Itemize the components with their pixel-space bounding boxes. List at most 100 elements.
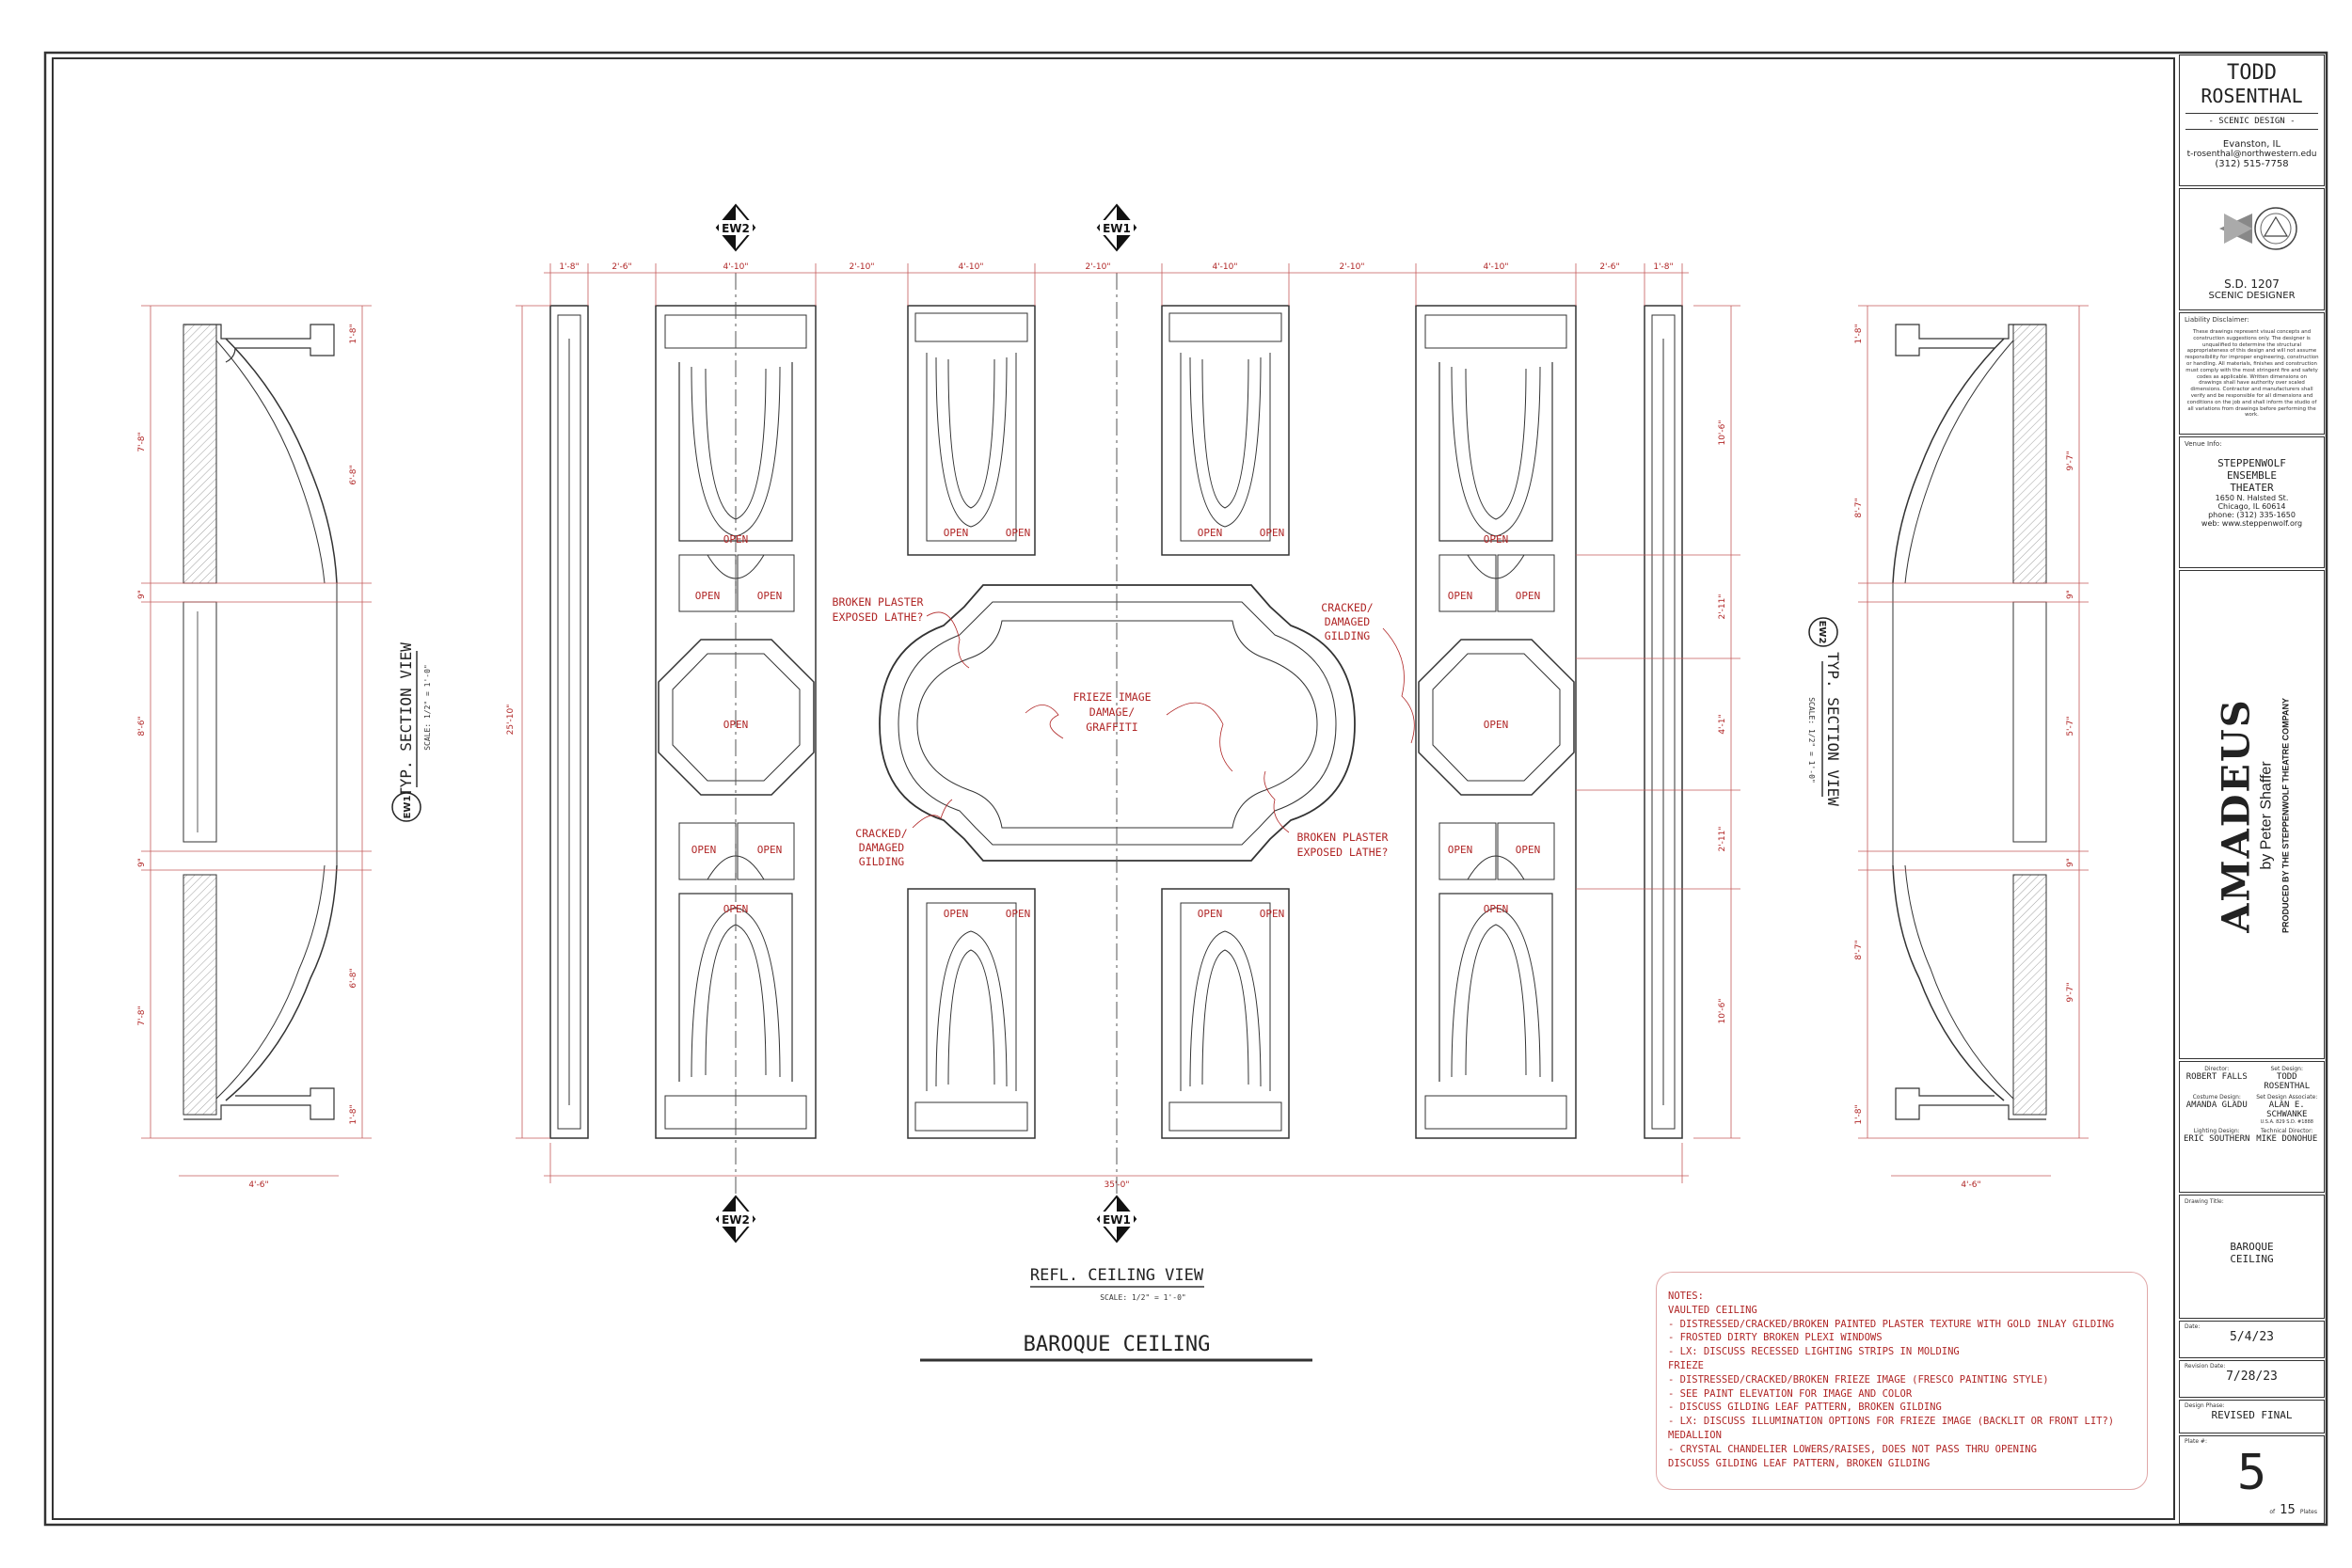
credit-name: ALAN E. SCHWANKE (2266, 1101, 2308, 1119)
marker-label: EW2 (722, 222, 750, 235)
credit-role: Technical Director: (2261, 1128, 2313, 1134)
open-label: OPEN (944, 908, 969, 920)
credit-sub: U.S.A. 829 S.D. #1888 (2260, 1119, 2313, 1125)
credit-role: Set Design Associate: (2256, 1094, 2318, 1101)
credit-name: TODD ROSENTHAL (2264, 1072, 2311, 1091)
drawing-title: CEILING (2230, 1253, 2274, 1265)
plate-block: Plate #: 5 of 15 Plates (2179, 1435, 2325, 1524)
dimension-label: 7'-8" (137, 432, 147, 451)
dimension-label: 4'-6" (248, 1180, 268, 1190)
union-seal-logo (2218, 207, 2297, 250)
open-label: OPEN (1260, 908, 1285, 920)
left-section-dimensions (141, 305, 372, 1177)
show-producer: PRODUCED BY THE STEPPENWOLF THEATRE COMP… (2280, 698, 2291, 934)
credits-block: Director: ROBERT FALLS Set Design: TODD … (2179, 1061, 2325, 1193)
show-title-block: AMADEUS by Peter Shaffer PRODUCED BY THE… (2179, 570, 2325, 1059)
credit-cell: Costume Design: AMANDA GLADU (2182, 1094, 2252, 1125)
disclaimer-text: These drawings represent visual concepts… (2185, 329, 2319, 419)
open-label: OPEN (944, 527, 969, 539)
dimension-label: 8'-7" (1854, 940, 1864, 959)
sheet-heading: BAROQUE CEILING (1024, 1333, 1211, 1356)
open-label: OPEN (1448, 844, 1473, 856)
dimension-label: 4'-1" (1718, 714, 1727, 734)
union-number: S.D. 1207 (2224, 277, 2280, 291)
plate-number: 5 (2236, 1445, 2267, 1501)
overall-width-label: 35'-0" (1104, 1180, 1129, 1190)
callout-broken-plaster-top: EXPOSED LATHE? (833, 610, 924, 624)
dimension-label: 2'-10" (1085, 262, 1110, 272)
section-tag-right-label: EW2 (1817, 621, 1827, 644)
title-block: TODD ROSENTHAL - SCENIC DESIGN - Evansto… (2179, 55, 2325, 1524)
open-label: OPEN (695, 590, 721, 602)
credit-cell: Technical Director: MIKE DONOHUE (2252, 1128, 2323, 1144)
dimension-label: 10'-6" (1718, 420, 1727, 445)
right-section-dimensions (1858, 305, 2089, 1177)
callout-cracked-gilding-bottom: DAMAGED (859, 841, 905, 854)
drawing-frame (52, 57, 2175, 1520)
date-value: 5/4/23 (2230, 1330, 2274, 1344)
dimension-label: 7'-8" (137, 1006, 147, 1025)
notes-line: - DISCUSS GILDING LEAF PATTERN, BROKEN G… (1668, 1402, 1942, 1414)
dimension-label: 9" (137, 858, 147, 867)
dimension-label: 4'-10" (958, 262, 983, 272)
callout-cracked-gilding-bottom: GILDING (859, 855, 905, 868)
dimension-label: 2'-11" (1718, 594, 1727, 619)
notes-line: NOTES: (1668, 1291, 1704, 1302)
phase-value: REVISED FINAL (2211, 1409, 2293, 1421)
callout-frieze-damage: FRIEZE IMAGE (1073, 690, 1151, 704)
section-view-scale: SCALE: 1/2" = 1'-0" (1807, 697, 1816, 784)
notes-line: - DISTRESSED/CRACKED/BROKEN FRIEZE IMAGE… (1668, 1373, 2049, 1386)
outer-border (43, 51, 2328, 1527)
notes-line: DISCUSS GILDING LEAF PATTERN, BROKEN GIL… (1668, 1457, 1931, 1469)
notes-line: - LX: DISCUSS ILLUMINATION OPTIONS FOR F… (1668, 1416, 2115, 1428)
section-tag-left (391, 792, 421, 822)
section-view-label: TYP. SECTION VIEW (397, 642, 415, 797)
plate-total: 15 (2280, 1503, 2296, 1517)
central-medallion-frame (879, 584, 1356, 862)
panel-center-bottom-right (1161, 888, 1290, 1139)
dimension-label: 2'-6" (1599, 262, 1619, 272)
venue-name: ENSEMBLE (2227, 469, 2277, 482)
right-plan-dimension-labels: 10'-6" 2'-11" 4'-1" 2'-11" 10'-6" (1718, 420, 1727, 1023)
section-marker-ew1-top: EW1 (1096, 203, 1137, 252)
phase-heading: Design Phase: (2185, 1402, 2225, 1409)
open-label: OPEN (691, 844, 717, 856)
designer-block: TODD ROSENTHAL - SCENIC DESIGN - Evansto… (2179, 55, 2325, 186)
callout-frieze-damage: GRAFFITI (1086, 721, 1137, 734)
right-section-view (1892, 324, 2047, 1120)
section-marker-ew2-bottom: EW2 (715, 1195, 756, 1243)
designer-role: - SCENIC DESIGN - (2185, 113, 2318, 130)
dimension-label: 2'-6" (612, 262, 631, 272)
plates-label: Plates (2299, 1509, 2317, 1515)
date-heading: Date: (2185, 1323, 2201, 1330)
plate-of: of (2269, 1509, 2276, 1515)
credit-cell: Director: ROBERT FALLS (2182, 1066, 2252, 1091)
marker-label: EW2 (722, 1213, 750, 1227)
designer-email: t-rosenthal@northwestern.edu (2186, 150, 2317, 159)
callout-cracked-gilding-bottom: CRACKED/ (855, 827, 907, 840)
credit-cell: Set Design Associate: ALAN E. SCHWANKE U… (2252, 1094, 2323, 1125)
revision-heading: Revision Date: (2185, 1363, 2226, 1370)
overall-height-label: 25'-10" (506, 705, 516, 736)
panel-center-top-right (1161, 305, 1290, 556)
open-label: OPEN (757, 590, 783, 602)
dimension-label: 4'-6" (1961, 1180, 1980, 1190)
dimension-label: 1'-8" (1854, 1104, 1864, 1124)
credit-role: Director: (2204, 1066, 2230, 1072)
designer-phone: (312) 515-7758 (2215, 159, 2289, 169)
left-section-view (183, 324, 338, 1120)
notes-line: VAULTED CEILING (1668, 1304, 1757, 1316)
dimension-label: 9" (2066, 590, 2075, 599)
callout-broken-plaster-bottom: EXPOSED LATHE? (1297, 846, 1389, 859)
venue-phone: phone: (312) 335-1650 (2208, 511, 2296, 519)
dimension-label: 4'-10" (723, 262, 748, 272)
phase-block: Design Phase: REVISED FINAL (2179, 1400, 2325, 1433)
open-label: OPEN (1198, 527, 1223, 539)
designer-city: Evanston, IL (2222, 139, 2281, 150)
callout-cracked-gilding-top: DAMAGED (1325, 615, 1371, 628)
dimension-label: 1'-8" (1653, 262, 1673, 272)
open-label: OPEN (723, 719, 749, 731)
drawing-title: BAROQUE (2230, 1241, 2274, 1253)
right-section-dimension-labels: 1'-8" 8'-7" 9'-7" 9" 5'-7" 9" 8'-7" 9'-7… (1854, 324, 2075, 1190)
